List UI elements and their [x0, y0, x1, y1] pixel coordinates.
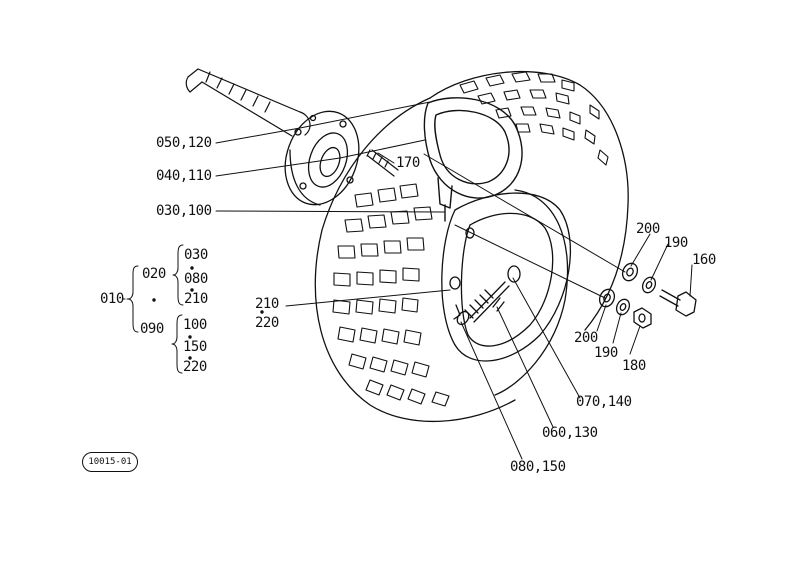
tree-item-210: 210: [184, 291, 208, 307]
tree-root-010: 010: [100, 291, 124, 307]
callout-040-110: 040,110: [156, 168, 212, 184]
tree-group-020: 020: [142, 266, 166, 282]
tree-item-150: 150: [183, 339, 207, 355]
callout-190-bottom: 190: [594, 345, 618, 361]
leader-lines: [215, 101, 693, 460]
tire: [314, 70, 629, 423]
tree-item-030: 030: [184, 247, 208, 263]
tree-item-100: 100: [183, 317, 207, 333]
axle-shaft: [185, 68, 311, 137]
callout-220: 220: [255, 315, 279, 331]
tree-group-090: 090: [140, 321, 164, 337]
callout-200-bottom: 200: [574, 330, 598, 346]
figure-code-badge: 10015-01: [82, 452, 138, 472]
callout-200-top: 200: [636, 221, 660, 237]
callout-160: 160: [692, 252, 716, 268]
callout-060-130: 060,130: [542, 425, 598, 441]
callout-190-top: 190: [664, 235, 688, 251]
hardware: [456, 262, 697, 329]
tree-item-080: 080: [184, 271, 208, 287]
tree-brackets: [122, 244, 264, 374]
stud-bolt: [366, 149, 399, 177]
callout-080-150: 080,150: [510, 459, 566, 475]
inner-tube: [423, 97, 523, 222]
callout-210: 210: [255, 296, 279, 312]
callout-030-100: 030,100: [156, 203, 212, 219]
callout-050-120: 050,120: [156, 135, 212, 151]
tree-item-220: 220: [183, 359, 207, 375]
callout-170: 170: [396, 155, 420, 171]
hub: [284, 110, 360, 206]
callout-180: 180: [622, 358, 646, 374]
rim: [441, 192, 572, 362]
callout-070-140: 070,140: [576, 394, 632, 410]
